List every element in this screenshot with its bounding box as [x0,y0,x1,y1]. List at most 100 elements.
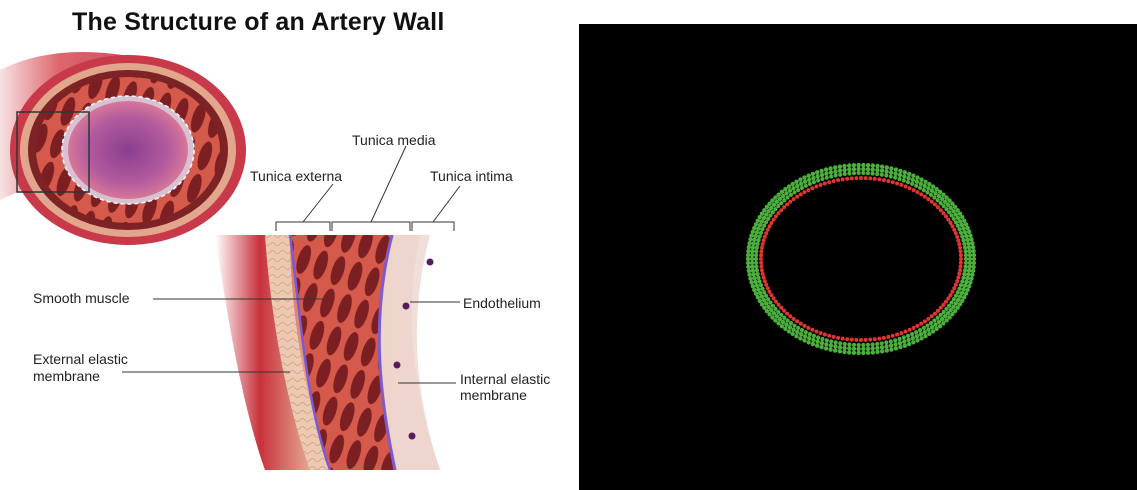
outer-ring-particle [934,187,938,191]
outer-ring-particle [968,233,972,237]
inner-ring [759,176,963,342]
label-internal-elastic-2: membrane [460,387,527,403]
outer-ring-particle [972,261,976,265]
inner-ring-particle [899,331,903,335]
outer-ring-3-particle [906,180,910,184]
outer-ring-3-particle [910,332,914,336]
outer-ring-3-particle [779,201,783,205]
outer-ring-3-particle [964,253,968,257]
outer-ring-2-particle [880,168,884,172]
outer-ring-2-particle [866,167,870,171]
outer-ring-3 [754,171,968,347]
outer-ring-3-particle [918,186,922,190]
inner-ring-particle [810,328,814,332]
inner-ring-particle [768,224,772,228]
inner-ring-particle [768,290,772,294]
inner-ring-particle [891,334,895,338]
outer-ring-3-particle [820,337,824,341]
inner-ring-particle [827,180,831,184]
inner-ring-particle [782,309,786,313]
outer-ring-2-particle [829,343,833,347]
outer-ring-2-particle [967,268,971,272]
outer-ring-2-particle [751,272,755,276]
outer-ring-3-particle [914,184,918,188]
outer-ring-particle [907,172,911,176]
outer-ring-2-particle [811,338,815,342]
inner-ring-particle [959,253,963,257]
outer-ring-particle [885,165,889,169]
outer-ring-3-particle [782,316,786,320]
outer-ring-3-particle [866,343,870,347]
outer-ring-3-particle [812,180,816,184]
inner-ring-particle [946,296,950,300]
outer-ring-3-particle [804,184,808,188]
inner-ring-particle [936,205,940,209]
inner-ring-particle [761,272,765,276]
outer-ring-3-particle [964,261,968,265]
outer-ring-3-particle [838,173,842,177]
outer-ring-particle [931,329,935,333]
inner-ring-particle [952,228,956,232]
inner-ring-particle [923,319,927,323]
outer-ring-3-particle [897,177,901,181]
inner-ring-particle [795,195,799,199]
inner-ring-particle [779,306,783,310]
outer-ring-particle [898,169,902,173]
inner-ring-particle [882,336,886,340]
outer-ring-2-particle [968,257,972,261]
outer-ring-3-particle [820,177,824,181]
inner-ring-particle [873,337,877,341]
inner-ring-particle [895,181,899,185]
inner-ring-particle [950,290,954,294]
outer-ring-3-particle [893,176,897,180]
outer-ring-particle [798,336,802,340]
outer-ring-2-particle [842,346,846,350]
inner-ring-particle [864,338,868,342]
outer-ring-particle [783,187,787,191]
outer-ring-particle [838,164,842,168]
inner-ring-particle [777,211,781,215]
outer-ring-3-particle [884,340,888,344]
outer-ring-particle [967,284,971,288]
inner-ring-particle [958,268,962,272]
outer-ring-particle [852,163,856,167]
inner-ring-particle [919,192,923,196]
outer-ring-particle [911,340,915,344]
inner-ring-particle [759,264,763,268]
inner-ring-particle [954,231,958,235]
outer-ring-particle [871,350,875,354]
inner-ring-particle [908,328,912,332]
inner-ring-particle [777,303,781,307]
outer-ring-3-particle [897,337,901,341]
outer-ring-3-particle [922,326,926,330]
outer-ring-particle [748,237,752,241]
outer-ring-2-particle [833,169,837,173]
outer-ring-2-particle [847,346,851,350]
inner-ring-particle [959,264,963,268]
outer-ring-2-particle [965,238,969,242]
inner-ring-particle [895,333,899,337]
inner-ring-particle [799,192,803,196]
outer-ring-3-particle [957,227,961,231]
outer-ring-2-particle [784,191,788,195]
outer-ring-2-particle [750,257,754,261]
outer-ring-3-particle [838,341,842,345]
outer-ring-3-particle [756,272,760,276]
inner-ring-particle [785,312,789,316]
outer-ring-particle [828,347,832,351]
inner-ring-particle [769,221,773,225]
outer-ring-particle [866,163,870,167]
outer-ring-particle [875,164,879,168]
inner-ring-particle [912,326,916,330]
inner-ring-particle [802,190,806,194]
outer-ring-particle [794,334,798,338]
outer-ring-particle [894,167,898,171]
outer-ring-particle [747,272,751,276]
inner-ring-particle [912,188,916,192]
outer-ring-2-particle [815,339,819,343]
inner-ring-particle [819,331,823,335]
inner-ring-particle [850,176,854,180]
outer-ring-particle [971,249,975,253]
outer-ring-particle [746,249,750,253]
inner-ring-particle [772,296,776,300]
